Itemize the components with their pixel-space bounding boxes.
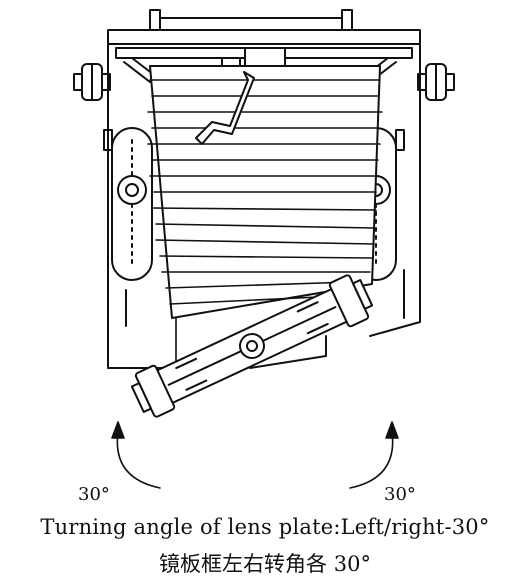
rotation-arrow-right <box>349 421 399 489</box>
focus-lever <box>195 71 255 145</box>
angle-label-right: 30° <box>384 484 416 505</box>
guide-slot-left <box>103 127 153 281</box>
side-knob-left <box>73 63 111 101</box>
lens-plate <box>130 274 374 418</box>
caption-chinese: 镜板框左右转角各 30° <box>159 552 371 576</box>
caption-english: Turning angle of lens plate:Left/right-3… <box>40 515 490 539</box>
angle-label-left: 30° <box>78 484 110 505</box>
side-knob-right <box>417 63 455 101</box>
rotation-arrow-left <box>111 421 161 489</box>
